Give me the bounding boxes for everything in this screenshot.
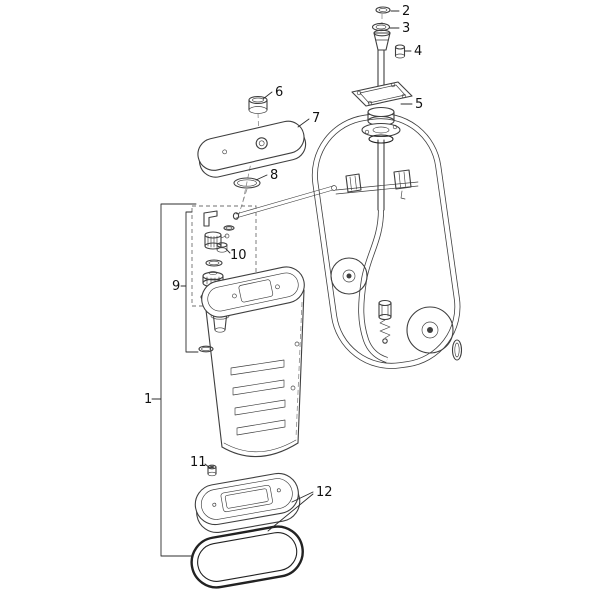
part-6-bushing (248, 95, 268, 114)
part-12-tray (194, 472, 301, 534)
part-7-base-plate (197, 120, 307, 178)
hose-loop (311, 113, 461, 369)
hose-link-oval (451, 339, 463, 361)
body-screw-boss (294, 341, 300, 347)
callout-10-label: 10 (230, 248, 247, 263)
part-5-flange-set (351, 81, 413, 144)
hose-nozzle (373, 29, 391, 51)
hose-drop-inner (359, 209, 388, 363)
small-ring (223, 225, 235, 231)
callout-8-label: 8 (270, 168, 278, 183)
ring-2 (205, 259, 223, 267)
callout-5-label: 5 (415, 97, 423, 112)
callout-12-leader (267, 491, 314, 532)
callout-1-label: 1 (144, 392, 152, 407)
part-3-seal-ring (371, 22, 391, 32)
callout-2-label: 2 (402, 4, 410, 19)
callout-8-leader (255, 174, 268, 181)
callout-6-label: 6 (275, 85, 283, 100)
callout-11-leader (204, 463, 211, 469)
part-4-pin (394, 44, 406, 59)
deck-bracket (335, 169, 419, 200)
callout-9-label: 9 (172, 279, 180, 294)
callout-7-leader (297, 118, 310, 128)
callout-1-bracket (151, 203, 197, 557)
inline-fitting-with-spring (378, 299, 392, 344)
callout-6-leader (262, 91, 273, 100)
part-2-seal-ring (375, 6, 391, 14)
body-screw-boss-2 (290, 385, 296, 391)
part-8-o-ring (233, 177, 261, 189)
hose-assembly (311, 113, 463, 369)
hose-roller-small (330, 257, 368, 295)
body-vent-slats (230, 359, 286, 436)
top-stack (351, 6, 413, 211)
rigid-pipe (377, 49, 385, 211)
cap-disc (202, 271, 224, 288)
callout-7-label: 7 (312, 111, 320, 126)
body-centerline (295, 301, 303, 439)
hose-roller-large (406, 306, 454, 354)
main-body (201, 266, 305, 458)
callout-9-bracket (180, 211, 199, 353)
retaining-clip (203, 210, 218, 227)
body-top-rim (201, 266, 305, 318)
callout-10-leader (225, 248, 231, 254)
callout-11-label: 11 (190, 455, 207, 470)
body-bottom-rim (221, 442, 299, 458)
callouts: 2 3 4 5 6 7 8 9 10 1 11 12 (144, 4, 423, 557)
callout-12-label: 12 (316, 485, 333, 500)
bottom-gasket (190, 525, 304, 589)
body-right-edge (297, 289, 305, 444)
body-left-edge (205, 309, 223, 448)
callout-3-label: 3 (402, 21, 410, 36)
connector-tube (232, 185, 337, 220)
part-11-plug (207, 464, 217, 477)
callout-4-label: 4 (414, 44, 422, 59)
valve-body (204, 231, 230, 250)
